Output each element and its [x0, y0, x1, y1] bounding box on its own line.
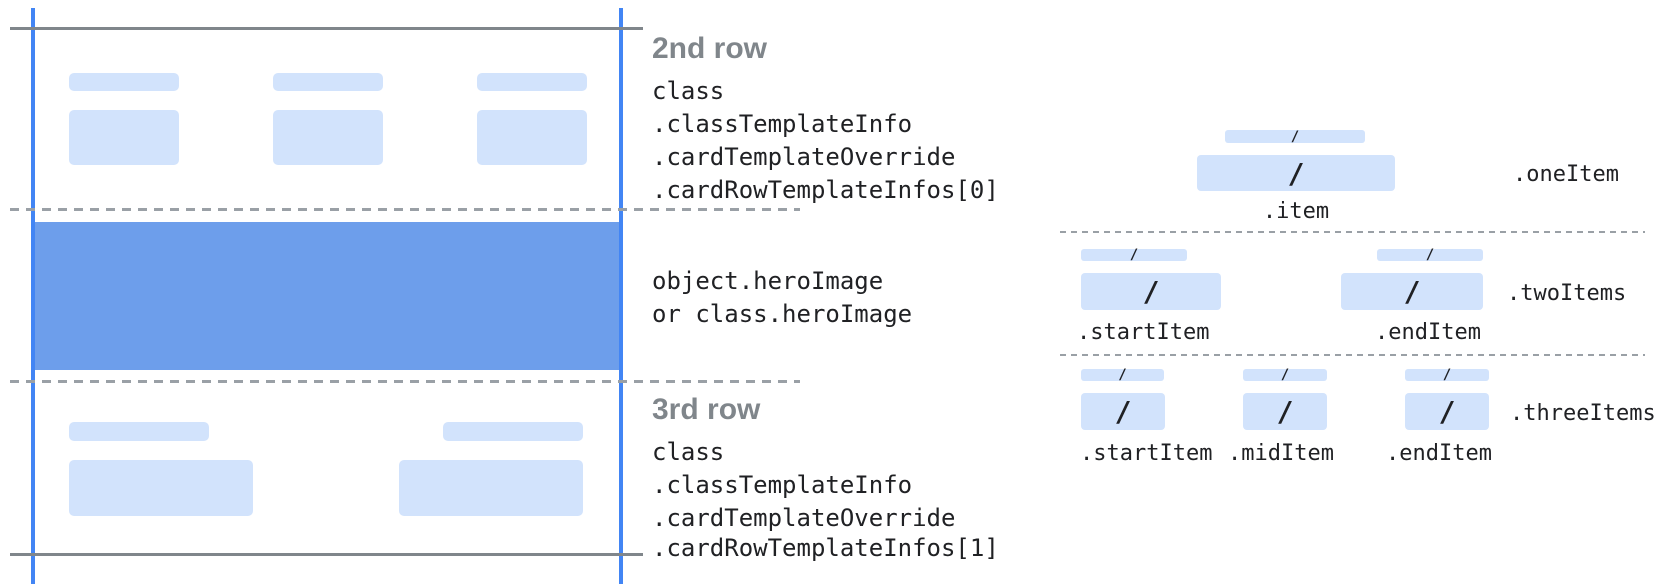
row3-field1-label-placeholder — [69, 422, 209, 441]
hero-bottom-divider — [10, 380, 800, 383]
one-item-label-bar: / — [1225, 128, 1365, 145]
row2-bottom-divider — [10, 208, 800, 211]
row3-field1-value-placeholder — [69, 460, 253, 516]
slash-glyph: / — [1280, 367, 1290, 383]
row2-field1-label-placeholder — [69, 73, 179, 91]
card-right-edge-line — [619, 8, 623, 584]
slash-glyph: / — [1129, 247, 1139, 263]
row2-field3-value-placeholder — [477, 110, 587, 165]
card-bottom-line — [10, 553, 643, 556]
one-two-divider — [1060, 231, 1645, 233]
three-items-mid-name-label: .midItem — [1228, 441, 1334, 466]
card-top-line — [10, 27, 643, 30]
three-items-mid-value-bar: / — [1243, 393, 1327, 430]
two-items-start-name-label: .startItem — [1077, 320, 1210, 345]
one-item-group-label: .oneItem — [1513, 162, 1619, 187]
hero-code-line-2: or class.heroImage — [652, 300, 913, 328]
three-items-end-value-bar: / — [1405, 393, 1489, 430]
row3-code-line-4: .cardRowTemplateInfos[1] — [652, 534, 999, 562]
slash-glyph: / — [1114, 395, 1132, 428]
slash-glyph: / — [1142, 275, 1160, 308]
slash-glyph: / — [1118, 367, 1127, 383]
one-item-name-label: .item — [1262, 199, 1330, 224]
three-items-start-name-label: .startItem — [1080, 441, 1213, 466]
slash-glyph: / — [1425, 247, 1435, 263]
three-items-mid-label-bar: / — [1243, 367, 1327, 383]
two-items-end-label-bar: / — [1377, 247, 1483, 263]
card-left-edge-line — [31, 8, 35, 584]
row3-field2-label-placeholder — [443, 422, 583, 441]
row2-code-line-2: .classTemplateInfo — [652, 110, 913, 138]
two-three-divider — [1060, 354, 1645, 356]
hero-image-band — [35, 222, 619, 370]
three-items-group-label: .threeItems — [1510, 401, 1656, 426]
two-items-end-value-bar: / — [1341, 273, 1483, 310]
one-item-value-bar: / — [1197, 155, 1395, 191]
slash-glyph: / — [1403, 275, 1421, 308]
row3-code-line-1: class — [652, 438, 725, 466]
row2-field1-value-placeholder — [69, 110, 179, 165]
row3-heading: 3rd row — [652, 393, 761, 426]
row2-code-line-3: .cardTemplateOverride — [652, 143, 956, 171]
two-items-group-label: .twoItems — [1507, 281, 1627, 306]
slash-glyph: / — [1276, 395, 1294, 428]
hero-code-line-1: object.heroImage — [652, 267, 884, 295]
row2-field2-label-placeholder — [273, 73, 383, 91]
row2-code-line-4: .cardRowTemplateInfos[0] — [652, 176, 999, 204]
slash-glyph: / — [1442, 367, 1452, 383]
three-items-start-value-bar: / — [1081, 393, 1165, 430]
two-items-start-label-bar: / — [1081, 247, 1187, 263]
row2-field2-value-placeholder — [273, 110, 383, 165]
row2-field3-label-placeholder — [477, 73, 587, 91]
slash-glyph: / — [1290, 128, 1300, 145]
row3-code-line-2: .classTemplateInfo — [652, 471, 913, 499]
two-items-start-value-bar: / — [1081, 273, 1221, 310]
row2-heading: 2nd row — [652, 32, 768, 65]
three-items-start-label-bar: / — [1081, 367, 1164, 383]
three-items-end-name-label: .endItem — [1386, 441, 1492, 466]
two-items-end-name-label: .endItem — [1375, 320, 1481, 345]
slash-glyph: / — [1287, 156, 1305, 190]
row3-field2-value-placeholder — [399, 460, 583, 516]
row3-code-line-3: .cardTemplateOverride — [652, 504, 956, 532]
slash-glyph: / — [1438, 395, 1456, 428]
three-items-end-label-bar: / — [1405, 367, 1489, 383]
row2-code-line-1: class — [652, 77, 725, 105]
